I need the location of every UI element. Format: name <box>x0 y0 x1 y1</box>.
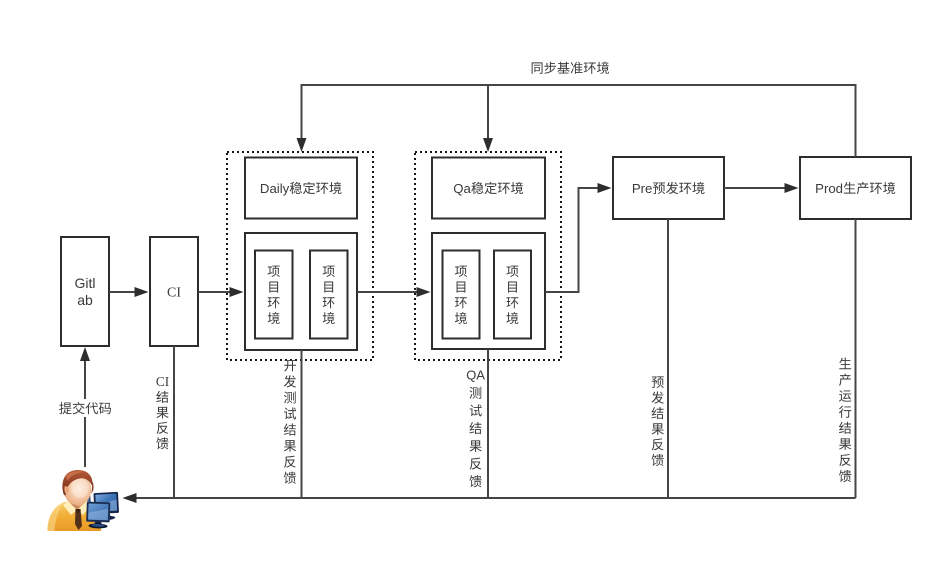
svg-text:CI: CI <box>156 374 169 389</box>
svg-text:CI: CI <box>167 286 181 301</box>
svg-text:Daily: Daily <box>260 181 290 196</box>
svg-text:Pre: Pre <box>632 181 653 196</box>
svg-text:QA: QA <box>466 368 485 383</box>
svg-text:Qa: Qa <box>453 181 471 196</box>
svg-text:ab: ab <box>77 292 93 308</box>
svg-text:Gitl: Gitl <box>75 275 96 291</box>
svg-text:Prod: Prod <box>815 181 843 196</box>
